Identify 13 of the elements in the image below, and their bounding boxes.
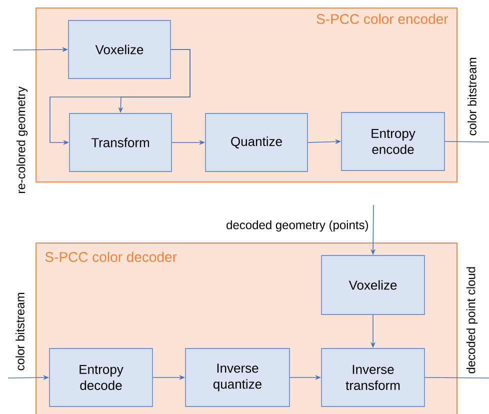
process-box: Voxelize <box>321 255 425 315</box>
edge-label: re-colored geometry <box>16 86 28 193</box>
process-box: Inverse transform <box>321 348 425 407</box>
process-box: Inverse quantize <box>185 348 290 407</box>
edge-label: color bitstream <box>16 292 24 370</box>
process-box: Voxelize <box>68 20 171 79</box>
edge-label: decoded geometry (points) <box>226 220 368 232</box>
edge-label: decoded point cloud <box>466 267 478 374</box>
process-box: Entropy encode <box>341 112 445 171</box>
process-box: Quantize <box>205 113 308 172</box>
edge-label: color bitstream <box>468 58 476 136</box>
process-box: Transform <box>69 113 172 172</box>
process-box: Entropy decode <box>49 348 153 407</box>
